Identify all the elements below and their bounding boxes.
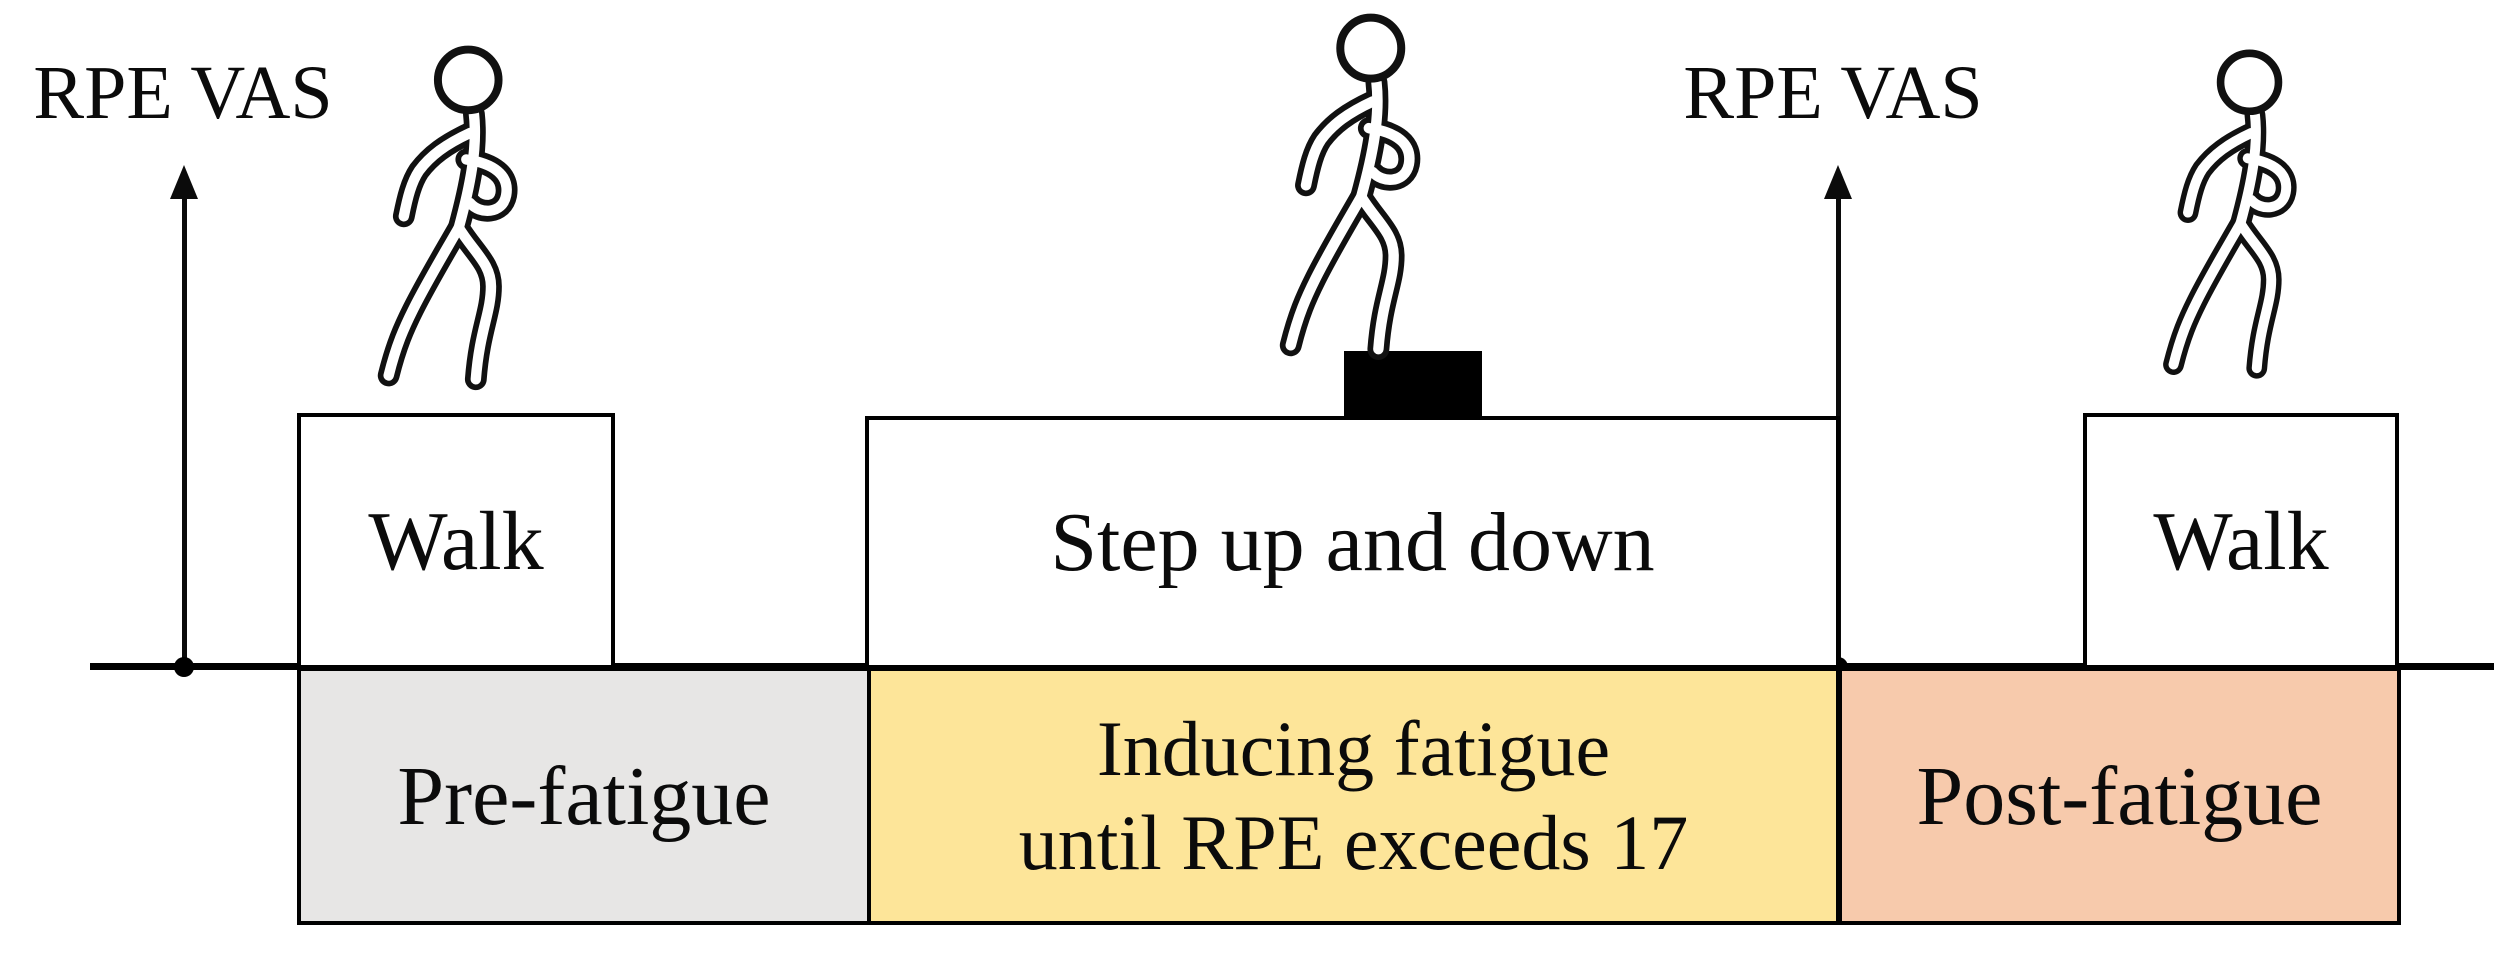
pre-fatigue-phase-box: Pre-fatigue [297, 667, 871, 925]
arrow-up-icon [1824, 165, 1852, 199]
inducing-fatigue-label-line2: until RPE exceeds 17 [1018, 799, 1689, 886]
walk-box-pre-label: Walk [368, 494, 544, 588]
walking-person-icon [1279, 13, 1421, 361]
inducing-fatigue-label-line1: Inducing fatigue [1096, 705, 1611, 793]
post-fatigue-label: Post-fatigue [1916, 749, 2323, 843]
axis-origin-dot-left [174, 657, 194, 677]
walking-person-icon [377, 45, 518, 391]
inducing-fatigue-phase-box: Inducing fatigue until RPE exceeds 17 [867, 667, 1840, 925]
post-fatigue-phase-box: Post-fatigue [1838, 667, 2401, 925]
walking-person-icon [2163, 49, 2297, 379]
step-block-icon [1344, 351, 1482, 419]
step-up-and-down-box: Step up and down [865, 416, 1840, 669]
rpe-vas-label-right: RPE VAS [1683, 51, 1983, 135]
walk-box-pre: Walk [297, 413, 615, 669]
pre-fatigue-label: Pre-fatigue [397, 749, 771, 843]
rpe-vas-label-left: RPE VAS [33, 51, 333, 135]
rpe-axis-line-left [182, 192, 187, 667]
step-box-label: Step up and down [1050, 496, 1655, 589]
walk-box-post: Walk [2083, 413, 2399, 669]
arrow-up-icon [170, 165, 198, 199]
walk-box-post-label: Walk [2153, 494, 2329, 588]
